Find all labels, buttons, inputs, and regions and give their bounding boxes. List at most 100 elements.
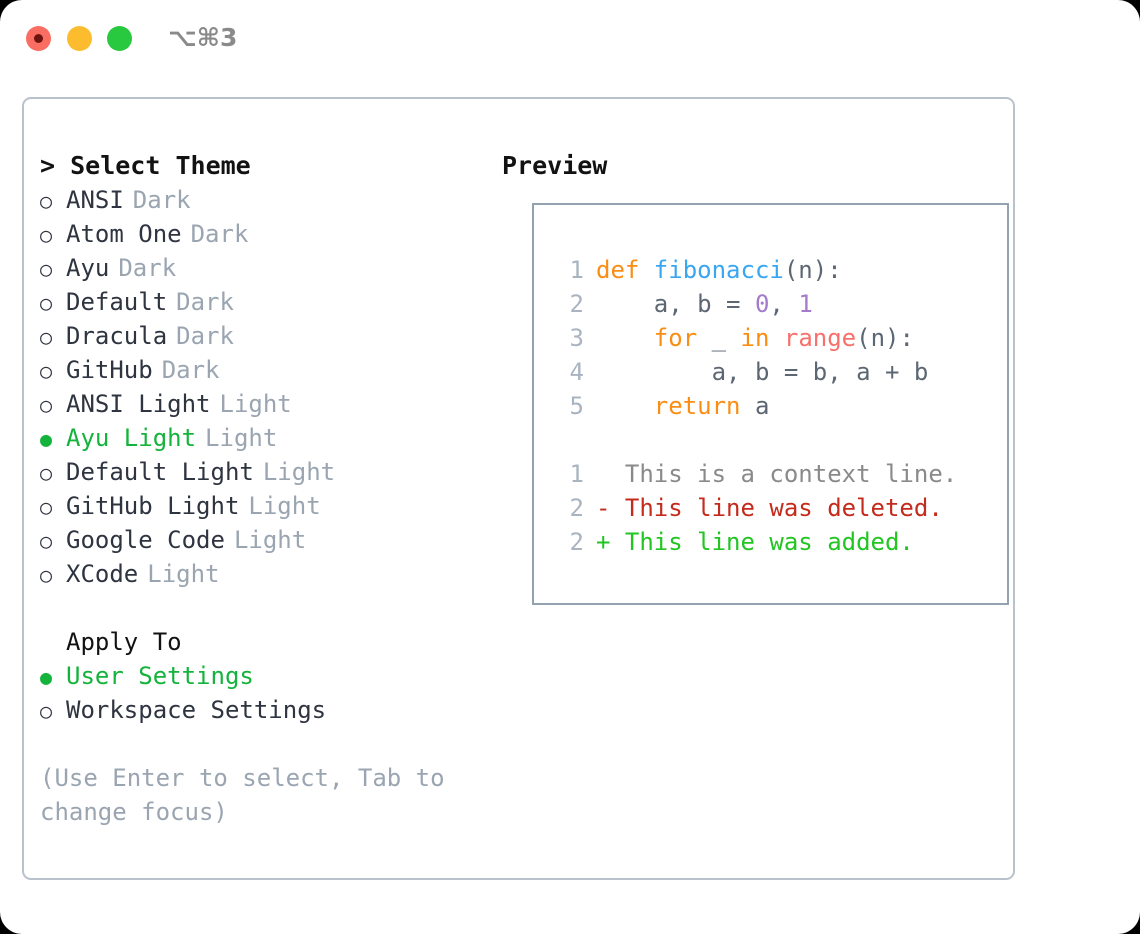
code-token: def <box>596 256 654 284</box>
theme-label: GitHub <box>66 356 153 384</box>
preview-title: Preview <box>502 151 608 180</box>
theme-variant-tag: Light <box>248 492 321 520</box>
theme-item[interactable]: ○ Google Code Light <box>40 523 490 557</box>
radio-unselected-icon: ○ <box>40 189 53 213</box>
theme-item[interactable]: ○ GitHub Dark <box>40 353 490 387</box>
close-dot-inner <box>34 34 43 43</box>
diff-text: This is a context line. <box>596 460 958 488</box>
apply-to-item[interactable]: ○Workspace Settings <box>40 693 490 727</box>
code-text: def fibonacci(n): <box>596 253 842 287</box>
diff-line: 2 + This line was added. <box>554 525 957 559</box>
theme-item[interactable]: ○ Default Light Light <box>40 455 490 489</box>
theme-variant-tag: Light <box>233 526 307 554</box>
minimize-dot[interactable] <box>67 26 92 51</box>
code-token: (n): <box>856 324 914 352</box>
keyboard-hint: (Use Enter to select, Tab to change focu… <box>40 764 460 826</box>
theme-label: Atom One <box>66 220 182 248</box>
code-text: for _ in range(n): <box>596 321 914 355</box>
code-token: for <box>653 324 698 352</box>
code-token: return <box>653 392 741 420</box>
radio-unselected-icon: ○ <box>40 495 53 519</box>
theme-variant-tag: Dark <box>118 254 177 282</box>
theme-label: Default Light <box>66 458 254 486</box>
page-title: > Select Theme <box>40 151 251 180</box>
line-number: 2 <box>569 494 584 522</box>
theme-label: Google Code <box>66 526 225 554</box>
theme-label: ANSI <box>66 186 124 214</box>
code-text: return a <box>596 389 770 423</box>
theme-variant-tag: Dark <box>176 288 234 316</box>
code-diff-gap <box>554 423 957 457</box>
theme-variant-tag: Light <box>262 458 336 486</box>
code-token: , <box>769 290 799 318</box>
line-number: 2 <box>569 528 584 556</box>
theme-item[interactable]: ○ Dracula Dark <box>40 319 490 353</box>
code-line: 1 def fibonacci(n): <box>554 253 957 287</box>
theme-label: Dracula <box>66 322 168 350</box>
radio-unselected-icon: ○ <box>40 699 53 723</box>
radio-unselected-icon: ○ <box>40 461 53 485</box>
radio-unselected-icon: ○ <box>40 563 53 587</box>
diff-line: 1 This is a context line. <box>554 457 958 491</box>
code-token: _ <box>697 324 741 352</box>
code-token: fibonacci <box>653 256 784 284</box>
code-token: in <box>740 324 770 352</box>
theme-label: ANSI Light <box>66 390 211 418</box>
radio-unselected-icon: ○ <box>40 257 53 281</box>
theme-label: Default <box>66 288 168 316</box>
radio-unselected-icon: ○ <box>40 393 53 417</box>
radio-unselected-icon: ○ <box>40 529 53 553</box>
radio-unselected-icon: ○ <box>40 291 53 315</box>
code-text: a, b = 0, 1 <box>596 287 813 321</box>
apply-to-item[interactable]: ●User Settings <box>40 659 490 693</box>
theme-item[interactable]: ○ ANSI Light Light <box>40 387 490 421</box>
theme-variant-tag: Dark <box>190 220 249 248</box>
code-token <box>596 392 654 420</box>
hint-spacer <box>40 727 490 761</box>
title-bar: ⌥⌘3 <box>0 0 1140 78</box>
theme-variant-tag: Dark <box>161 356 220 384</box>
radio-unselected-icon: ○ <box>40 223 53 247</box>
theme-item[interactable]: ○ Ayu Dark <box>40 251 490 285</box>
code-token: 1 <box>798 290 813 318</box>
line-number: 4 <box>569 358 584 386</box>
radio-unselected-icon: ○ <box>40 325 53 349</box>
code-token: range <box>783 324 857 352</box>
theme-item[interactable]: ○ Atom One Dark <box>40 217 490 251</box>
keyboard-shortcut-label: ⌥⌘3 <box>168 23 238 52</box>
line-number: 5 <box>569 392 584 420</box>
theme-variant-tag: Light <box>219 390 292 418</box>
code-line: 4 a, b = b, a + b <box>554 355 957 389</box>
diff-text: - This line was deleted. <box>596 494 943 522</box>
apply-to-list: ●User Settings○Workspace Settings <box>40 659 490 727</box>
line-number: 1 <box>569 256 584 284</box>
code-token: a <box>740 392 770 420</box>
code-line: 3 for _ in range(n): <box>554 321 957 355</box>
theme-label: Ayu <box>66 254 110 282</box>
diff-text: + This line was added. <box>596 528 914 556</box>
theme-item[interactable]: ○ Default Dark <box>40 285 490 319</box>
theme-variant-tag: Light <box>205 424 278 452</box>
code-token: a, b = <box>596 290 755 318</box>
code-token: 0 <box>754 290 770 318</box>
maximize-dot[interactable] <box>107 26 132 51</box>
code-text: a, b = b, a + b <box>596 355 929 389</box>
radio-unselected-icon: ○ <box>40 359 53 383</box>
code-line: 5 return a <box>554 389 957 423</box>
apply-to-heading: Apply To <box>66 628 182 656</box>
line-number: 1 <box>569 460 584 488</box>
theme-label: XCode <box>66 560 139 588</box>
theme-variant-tag: Dark <box>176 322 234 350</box>
code-token <box>769 324 783 352</box>
